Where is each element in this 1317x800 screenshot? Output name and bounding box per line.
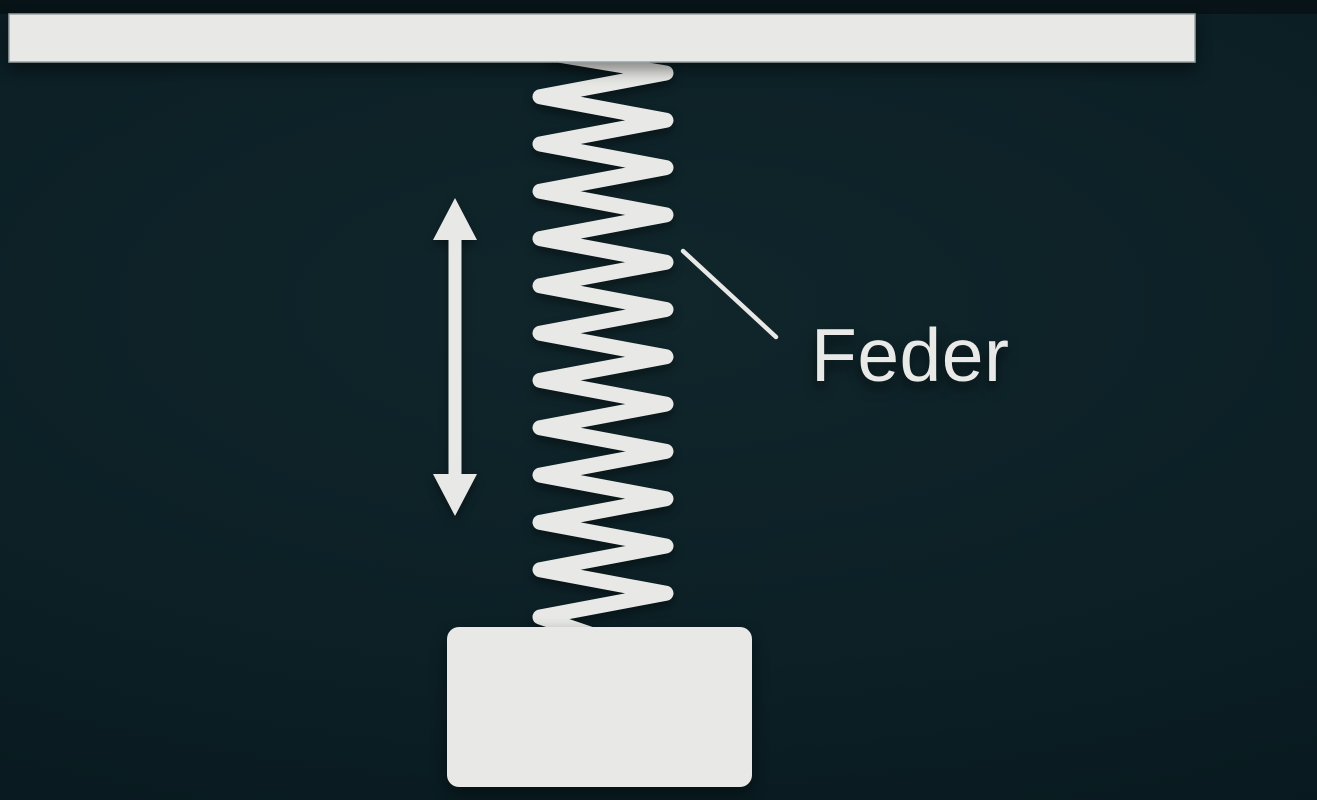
coil-spring — [532, 46, 674, 655]
oscillation-arrow-head-down — [433, 474, 477, 516]
top-strip — [0, 0, 1317, 14]
spring-label: Feder — [811, 313, 1010, 397]
label-leader-line — [680, 248, 779, 340]
oscillation-arrow-head-up — [433, 198, 477, 240]
oscillation-arrow-icon — [433, 198, 477, 516]
mass-block — [447, 627, 752, 787]
ceiling-bar — [8, 13, 1196, 63]
